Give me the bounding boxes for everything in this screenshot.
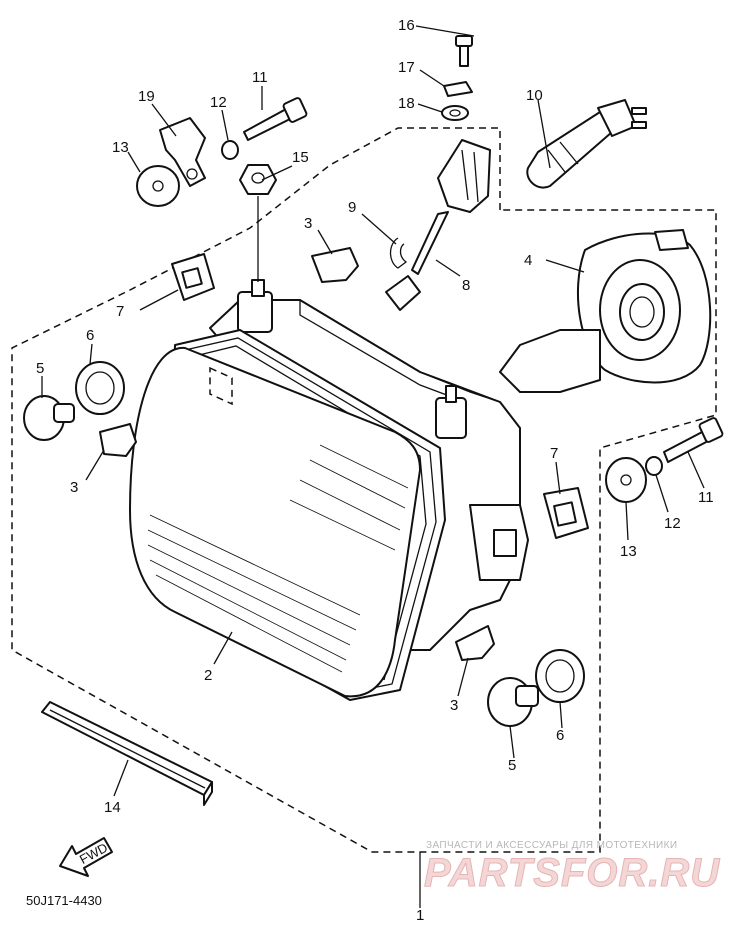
label-1: 1	[416, 907, 424, 924]
label-11-top: 11	[252, 69, 268, 86]
bulb-10	[526, 99, 647, 189]
grommet-7-right	[543, 487, 589, 539]
washer-12-top	[221, 140, 239, 160]
label-2: 2	[204, 667, 212, 684]
clip-3-bottom	[455, 625, 495, 661]
ring-6-left	[75, 361, 125, 415]
socket-cover-4	[499, 229, 712, 393]
label-4: 4	[524, 252, 532, 269]
label-6-left: 6	[86, 327, 94, 344]
label-9: 9	[348, 199, 356, 216]
screw-16	[455, 35, 473, 67]
spring-clip-9	[389, 237, 408, 269]
label-16: 16	[398, 17, 415, 34]
label-3-left: 3	[70, 479, 78, 496]
label-13-top: 13	[112, 139, 129, 156]
label-7-left: 7	[116, 303, 124, 320]
label-13-right: 13	[620, 543, 637, 560]
label-12-top: 12	[210, 94, 227, 111]
leader-lines	[41, 25, 705, 797]
label-10: 10	[526, 87, 543, 104]
label-18: 18	[398, 95, 415, 112]
washer-18	[441, 105, 469, 121]
grommet-7-top	[171, 253, 215, 301]
clip-17	[443, 81, 473, 97]
label-7-right: 7	[550, 445, 558, 462]
trim-strip-14	[41, 701, 213, 806]
watermark-tagline: ЗАПЧАСТИ И АКСЕССУАРЫ ДЛЯ МОТОТЕХНИКИ	[426, 840, 677, 851]
forward-arrow-icon: FWD	[59, 837, 113, 877]
label-6-bottom: 6	[556, 727, 564, 744]
label-11-right: 11	[698, 489, 714, 506]
ring-6-bottom	[535, 649, 585, 703]
label-8: 8	[462, 277, 470, 294]
connector-8	[385, 139, 491, 311]
label-17: 17	[398, 59, 415, 76]
diagram-code: 50J171-4430	[26, 893, 102, 908]
bracket-19	[159, 117, 206, 187]
headlight-unit-2	[129, 279, 529, 701]
mount-5-bottom	[487, 677, 539, 727]
cushion-13-top	[136, 165, 180, 207]
watermark-brand: PARTSFOR.RU	[424, 851, 720, 895]
label-15: 15	[292, 149, 309, 166]
label-19: 19	[138, 88, 155, 105]
clip-3-top	[311, 247, 359, 283]
label-12-right: 12	[664, 515, 681, 532]
label-3-bottom: 3	[450, 697, 458, 714]
label-3-top: 3	[304, 215, 312, 232]
nut-15	[239, 164, 277, 195]
clip-3-left	[99, 423, 137, 457]
lens-hatching	[147, 444, 409, 673]
washer-12-right	[645, 456, 663, 476]
label-14: 14	[104, 799, 121, 816]
mount-5-left	[23, 395, 75, 441]
bolt-11-right	[663, 417, 724, 463]
label-5-left: 5	[36, 360, 44, 377]
cushion-13-right	[605, 457, 647, 503]
bolt-11-top	[243, 97, 308, 141]
label-5-bottom: 5	[508, 757, 516, 774]
assembly-boundary	[11, 127, 717, 853]
